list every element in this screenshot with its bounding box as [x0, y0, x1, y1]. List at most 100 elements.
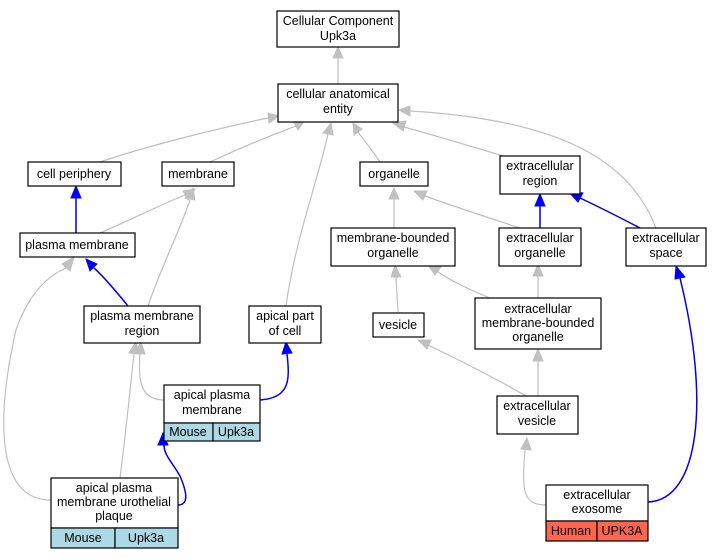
node-label: organelle [368, 167, 419, 181]
species-label: Mouse [64, 531, 102, 545]
edge-exosome-ext-space [647, 277, 698, 503]
node-membrane[interactable]: membrane [161, 161, 235, 187]
gene-label: UPK3A [602, 524, 644, 538]
node-label: membrane-bounded [482, 316, 595, 330]
arrowhead [332, 45, 344, 59]
node-label: apical plasma [76, 481, 152, 495]
arrowhead [61, 255, 75, 272]
arrowhead [416, 339, 432, 350]
node-label: extracellular [504, 302, 571, 316]
gene-label: Upk3a [218, 425, 254, 439]
node-cellular-component[interactable]: Cellular Component Upk3a [276, 10, 400, 48]
node-label: extracellular [563, 488, 630, 502]
node-label: cellular anatomical [286, 87, 390, 101]
node-label: membrane urothelial [57, 495, 171, 509]
node-label: extracellular [503, 399, 570, 413]
node-organelle[interactable]: organelle [359, 161, 429, 187]
node-extracellular-vesicle[interactable]: extracellular vesicle [496, 395, 579, 435]
edge-apm-apical-part [259, 353, 290, 401]
edge-plaque-pm-region [119, 353, 135, 479]
arrowhead [267, 112, 281, 124]
node-label: plasma membrane [90, 309, 194, 323]
node-apical-part-of-cell[interactable]: apical part of cell [248, 305, 322, 344]
node-apical-plasma-membrane-urothelial-plaque[interactable]: apical plasma membrane urothelial plaque… [50, 477, 179, 549]
node-label: Upk3a [320, 29, 356, 43]
node-label: vesicle [518, 414, 556, 428]
node-label: apical plasma [174, 388, 250, 402]
node-label: entity [323, 102, 354, 116]
node-label: extracellular [506, 231, 573, 245]
edge-ext-space-ext-region [579, 197, 641, 229]
node-label: region [523, 174, 558, 188]
edge-cell-periphery-cae [99, 117, 269, 163]
node-label: vesicle [379, 318, 417, 332]
arrowhead [532, 347, 544, 362]
edge-vesicle-mbo [395, 276, 399, 313]
arrowhead [281, 340, 293, 355]
node-plasma-membrane-region[interactable]: plasma membrane region [83, 305, 201, 344]
arrowhead [184, 186, 196, 201]
node-label: organelle [367, 246, 418, 260]
node-label: organelle [512, 330, 563, 344]
node-extracellular-organelle[interactable]: extracellular organelle [498, 227, 582, 267]
node-label: organelle [514, 246, 565, 260]
gene-label: Upk3a [128, 531, 164, 545]
node-label: membrane [168, 167, 228, 181]
edges [3, 45, 698, 506]
edge-plaque-apm [163, 444, 187, 506]
arrowhead [390, 263, 402, 278]
arrowhead [388, 186, 400, 200]
species-label: Human [551, 524, 591, 538]
arrowhead [397, 105, 411, 117]
node-label: membrane [182, 403, 242, 417]
arrowhead [391, 120, 407, 132]
node-label: extracellular [506, 159, 573, 173]
node-label: plasma membrane [25, 238, 129, 252]
arrowhead [674, 264, 686, 280]
arrowhead [520, 436, 532, 451]
node-plasma-membrane[interactable]: plasma membrane [19, 232, 136, 258]
gene-cell [596, 520, 649, 542]
arrowhead [322, 121, 334, 136]
node-label: membrane-bounded [337, 231, 450, 245]
node-extracellular-space[interactable]: extracellular space [625, 227, 707, 267]
edge-extracellular-space-cae [409, 110, 657, 229]
node-label: cell periphery [37, 167, 112, 181]
node-label: Cellular Component [283, 14, 394, 28]
edge-ext-vesicle-vesicle [427, 344, 527, 397]
edge-membrane-cae [209, 125, 297, 163]
edge-organelle-cae [357, 131, 381, 163]
node-cell-periphery[interactable]: cell periphery [27, 161, 122, 187]
edge-extracellular-region-cae [403, 126, 511, 159]
edge-ext-mbo-mbo [437, 271, 491, 299]
node-cellular-anatomical-entity[interactable]: cellular anatomical entity [277, 83, 399, 123]
node-extracellular-region[interactable]: extracellular region [499, 155, 581, 195]
node-vesicle[interactable]: vesicle [372, 312, 425, 338]
edge-plaque-plasma-membrane [3, 267, 67, 501]
node-label: extracellular [632, 231, 699, 245]
edge-ext-organelle-organelle [424, 195, 521, 229]
edge-pm-region-membrane [147, 199, 191, 307]
gene-cell [114, 527, 179, 549]
arrowhead [85, 258, 98, 272]
arrowhead [352, 122, 363, 136]
gene-cell [212, 422, 261, 442]
edge-exosome-ext-vesicle [523, 449, 547, 506]
node-extracellular-membrane-bounded-organelle[interactable]: extracellular membrane-bounded organelle [474, 297, 602, 350]
node-apical-plasma-membrane[interactable]: apical plasma membrane Mouse Upk3a [163, 384, 261, 442]
node-label: of cell [269, 324, 302, 338]
edge-apm-pm-region [138, 353, 165, 401]
node-label: exosome [572, 502, 623, 516]
node-label: apical part [256, 309, 314, 323]
node-label: space [649, 246, 682, 260]
species-label: Mouse [169, 425, 207, 439]
arrowhead [534, 192, 546, 207]
node-extracellular-exosome[interactable]: extracellular exosome Human UPK3A [545, 484, 649, 542]
edge-pm-region-plasma-membrane [93, 267, 129, 307]
node-membrane-bounded-organelle[interactable]: membrane-bounded organelle [330, 227, 456, 267]
arrowhead [412, 190, 428, 201]
arrowhead [532, 262, 544, 277]
arrowhead [70, 184, 82, 199]
node-label: plaque [95, 509, 133, 523]
